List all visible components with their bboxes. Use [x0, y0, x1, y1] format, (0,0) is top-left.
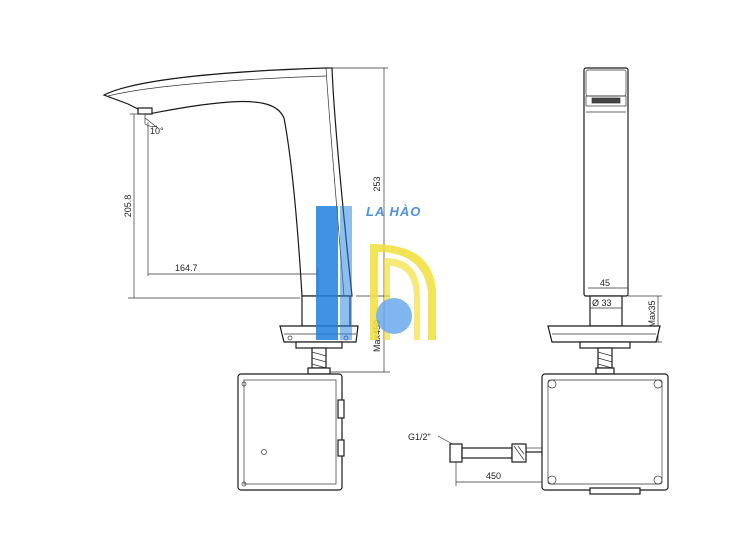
spout-inner-curve — [107, 75, 327, 97]
control-box-front — [541, 373, 669, 491]
watermark-logo: LA HÀO — [316, 204, 436, 340]
reach-label: 164.7 — [175, 263, 198, 273]
angle-label: 10° — [150, 126, 164, 136]
aerator — [137, 107, 153, 115]
logo-circle — [376, 298, 412, 334]
spout-height-label: 205.8 — [123, 195, 133, 218]
screw — [241, 381, 247, 387]
front-view: 45 Ø 33 Max35 G1/2" — [408, 67, 669, 495]
logo-blue-bar — [316, 206, 338, 340]
brand-text: LA HÀO — [366, 204, 421, 219]
logo-blue-bar-2 — [340, 206, 352, 340]
max-thickness-label: Max35 — [647, 300, 657, 327]
logo-yellow-arch — [370, 244, 436, 340]
base-width-label: 45 — [600, 278, 610, 288]
diameter-label: Ø 33 — [592, 298, 612, 308]
control-box-side — [237, 373, 343, 491]
cable-length-label: 450 — [486, 471, 501, 481]
total-height-label: 253 — [372, 176, 382, 191]
connector-nut — [449, 443, 463, 463]
spout-outline — [102, 67, 353, 297]
thread-label: G1/2" — [408, 432, 431, 442]
